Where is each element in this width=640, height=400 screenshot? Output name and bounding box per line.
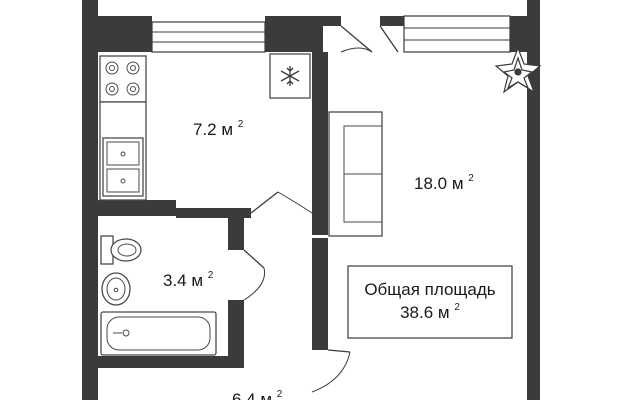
- total-area-value: 38.6 м 2: [400, 302, 460, 322]
- balcony-door: [340, 25, 399, 53]
- kitchen-door: [250, 191, 313, 214]
- living-door: [311, 349, 351, 393]
- bath-door: [243, 249, 266, 301]
- fridge: [269, 53, 311, 99]
- kitchen-sink: [102, 137, 144, 197]
- stove: [99, 55, 147, 103]
- total-area-box: Общая площадь 38.6 м 2: [347, 265, 513, 339]
- toilet: [100, 235, 142, 265]
- bathtub: [100, 311, 217, 356]
- total-area-title: Общая площадь: [364, 280, 495, 299]
- sofa: [328, 111, 383, 237]
- walls: [82, 0, 540, 400]
- bath-sink: [101, 272, 131, 306]
- living-area-label: 18.0 м 2: [414, 173, 474, 193]
- window-living: [403, 15, 511, 53]
- plant-icon: [494, 46, 542, 94]
- bath-area-label: 3.4 м 2: [163, 270, 214, 290]
- kitchen-area-label: 7.2 м 2: [193, 119, 244, 139]
- snowflake-icon: [280, 66, 300, 86]
- hall-area-label: 6.4 м 2: [232, 389, 283, 400]
- window-kitchen: [151, 21, 266, 53]
